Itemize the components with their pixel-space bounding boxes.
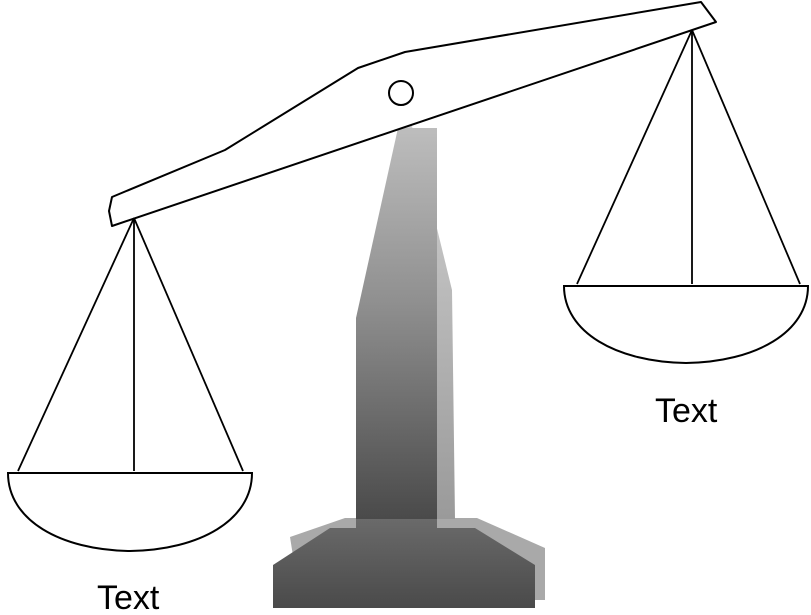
right-string-left: [576, 29, 693, 285]
pedestal: [273, 122, 545, 608]
left-pan: [6, 217, 254, 553]
right-string-right: [691, 29, 801, 285]
left-pan-bowl: [6, 472, 254, 553]
left-string-right: [133, 217, 244, 472]
post-side-face: [398, 122, 455, 519]
post-front-face: [356, 128, 437, 519]
left-pan-label: Text: [97, 579, 160, 615]
beam: [108, 1, 717, 227]
right-pan: [562, 29, 810, 365]
pedestal-base: [273, 519, 535, 608]
beam-pivot-circle: [388, 80, 414, 106]
right-pan-bowl: [562, 285, 810, 365]
beam-bar: [108, 1, 717, 227]
right-pan-label: Text: [655, 392, 718, 430]
left-string-left: [17, 217, 135, 472]
